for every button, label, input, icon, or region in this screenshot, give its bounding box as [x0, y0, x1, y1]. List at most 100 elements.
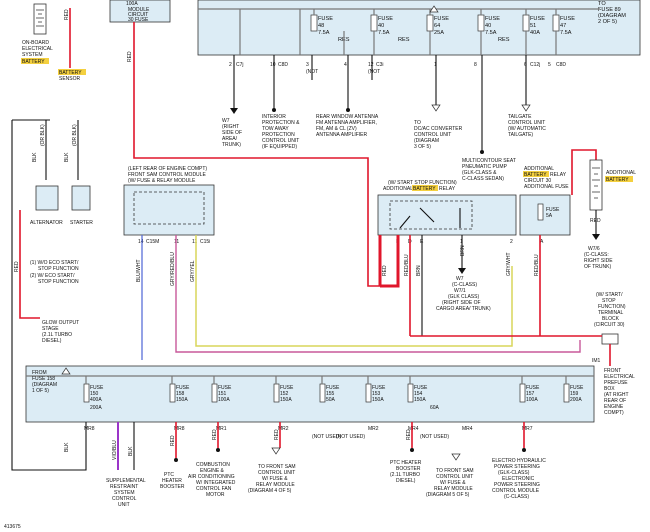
glow-red-label: RED	[14, 261, 20, 272]
dcdc-arrow	[431, 104, 441, 112]
svg-text:FUSE: FUSE	[414, 385, 428, 391]
bottom-load-labels: SUPPLEMENTAL RESTRAINT SYSTEM CONTROL UN…	[106, 458, 546, 508]
svg-text:STOP FUNCTION: STOP FUNCTION	[38, 266, 79, 272]
svg-text:GRY/RED/BLU: GRY/RED/BLU	[170, 252, 176, 286]
svg-text:CONTROL UNIT: CONTROL UNIT	[262, 138, 299, 144]
relay-contacts	[399, 207, 461, 229]
svg-text:150A: 150A	[176, 397, 188, 403]
relay-pins: B D E 1 2 A	[396, 239, 544, 245]
svg-text:MR7: MR7	[522, 426, 533, 432]
top-ground-triangle	[429, 5, 439, 13]
svg-text:150A: 150A	[280, 397, 292, 403]
svg-text:152: 152	[280, 391, 289, 397]
svg-text:(DIAGRAM: (DIAGRAM	[32, 382, 57, 388]
svg-text:(NOT USED): (NOT USED)	[312, 434, 341, 440]
svg-text:RELAY: RELAY	[550, 172, 567, 178]
svg-text:VIO/BLU: VIO/BLU	[112, 440, 118, 460]
fuse-40b-num: 40	[485, 23, 491, 29]
svg-text:BOOSTER: BOOSTER	[396, 466, 421, 472]
to-fuse89-2: FUSE 89	[598, 7, 621, 13]
svg-text:(NOT USED): (NOT USED)	[336, 434, 365, 440]
svg-text:SYSTEM: SYSTEM	[114, 490, 135, 496]
svg-text:BATTERY: BATTERY	[413, 186, 436, 192]
add-batt-red-feed	[571, 149, 597, 195]
svg-text:PNEUMATIC PUMP: PNEUMATIC PUMP	[462, 164, 508, 170]
svg-text:157: 157	[526, 391, 535, 397]
sam-pink-wire	[175, 235, 581, 353]
bottom-connectors: MR8 MR8 MR1 MR2 MR2 MR4 MR4 MR7 (NOT USE…	[84, 426, 533, 440]
svg-text:PREFUSE: PREFUSE	[604, 380, 628, 386]
svg-text:154: 154	[414, 391, 423, 397]
svg-text:W/ FUSE &: W/ FUSE &	[262, 476, 288, 482]
svg-text:MR2: MR2	[368, 426, 379, 432]
sam5-arrow	[451, 453, 461, 461]
svg-text:(GLK-CLASS &: (GLK-CLASS &	[462, 170, 497, 176]
sam-title: (LEFT REAR OF ENGINE COMPT) FRONT SAM CO…	[128, 166, 207, 184]
svg-text:W7: W7	[222, 118, 230, 124]
left-side-labels: BLK (OR BLK) BLK (OR BLK) ALTERNATOR STA…	[30, 124, 93, 452]
svg-text:FUSE: FUSE	[546, 207, 560, 213]
svg-text:ELECTRO HYDRAULIC: ELECTRO HYDRAULIC	[492, 458, 546, 464]
svg-text:C7j: C7j	[236, 62, 244, 68]
svg-text:SENSOR: SENSOR	[59, 76, 81, 82]
alternator-box	[35, 185, 59, 211]
svg-text:(DIAGRAM: (DIAGRAM	[414, 138, 439, 144]
svg-text:CIRCUIT 30: CIRCUIT 30	[524, 178, 551, 184]
svg-text:C8D: C8D	[278, 62, 288, 68]
im1-label: IM1	[592, 358, 601, 364]
starter-box	[71, 185, 91, 211]
add-batt-relay-labels: ADDITIONAL BATTERY RELAY CIRCUIT 30 ADDI…	[523, 166, 569, 190]
svg-text:MR4: MR4	[408, 426, 419, 432]
svg-text:(IF EQUIPPED): (IF EQUIPPED)	[262, 144, 297, 150]
svg-text:PROTECTION: PROTECTION	[262, 132, 295, 138]
svg-text:TAILGATE: TAILGATE	[508, 114, 532, 120]
to-fuse89-3: (DIAGRAM	[598, 13, 626, 19]
additional-battery	[589, 159, 603, 211]
sam4-arrow	[271, 447, 281, 455]
svg-text:FUSE: FUSE	[326, 385, 340, 391]
module-circuit-30-box	[109, 0, 171, 23]
svg-text:5A: 5A	[546, 213, 553, 219]
svg-text:CONTROL UNIT: CONTROL UNIT	[258, 470, 295, 476]
svg-text:60A: 60A	[430, 405, 440, 411]
svg-text:100A: 100A	[526, 397, 538, 403]
svg-text:153: 153	[372, 391, 381, 397]
svg-text:ON-BOARD: ON-BOARD	[22, 40, 49, 46]
svg-text:(GLK-CLASS): (GLK-CLASS)	[498, 470, 530, 476]
svg-text:C12j: C12j	[530, 62, 540, 68]
svg-text:RIGHT SIDE: RIGHT SIDE	[584, 258, 613, 264]
svg-text:GRY/WHT: GRY/WHT	[506, 252, 512, 276]
svg-text:W7/6: W7/6	[588, 246, 600, 252]
fuse-47-amp: 7.5A	[560, 30, 572, 36]
starter-label: STARTER	[70, 220, 93, 226]
svg-text:REAR OF: REAR OF	[604, 398, 626, 404]
left-black-loop	[11, 119, 50, 471]
svg-text:150A: 150A	[372, 397, 384, 403]
svg-text:ELECTRONIC: ELECTRONIC	[502, 476, 535, 482]
fuse-40b-name: FUSE	[485, 16, 500, 22]
svg-text:(RIGHT SIDE OF: (RIGHT SIDE OF	[442, 300, 481, 306]
fuse-48-name: FUSE	[318, 16, 333, 22]
svg-text:BATTERY: BATTERY	[59, 70, 82, 76]
relay-black-wires	[421, 235, 463, 336]
svg-text:BLU/WHT: BLU/WHT	[136, 260, 142, 283]
svg-text:BATTERY: BATTERY	[606, 177, 629, 183]
svg-text:ANTENNA AMPLIFIER: ANTENNA AMPLIFIER	[316, 132, 368, 138]
svg-text:ADDITIONAL: ADDITIONAL	[383, 186, 413, 192]
svg-text:ENGINE: ENGINE	[604, 404, 624, 410]
svg-text:150A: 150A	[414, 397, 426, 403]
svg-text:A: A	[540, 239, 544, 245]
from-fuse-labels: FROM FUSE 158 (DIAGRAM 1 OF 5)	[32, 370, 57, 394]
relay-red-wires	[409, 235, 541, 336]
svg-text:POWER STEERING: POWER STEERING	[494, 464, 540, 470]
svg-text:158: 158	[176, 391, 185, 397]
svg-text:RED/BLU: RED/BLU	[534, 254, 540, 276]
svg-text:200A: 200A	[90, 405, 102, 411]
svg-text:C15M: C15M	[146, 239, 159, 245]
relay-fuse-labels: FUSE 5A	[546, 207, 560, 219]
svg-text:14: 14	[138, 239, 144, 245]
prefuse-taps	[85, 376, 567, 384]
svg-text:CONTROL MODULE: CONTROL MODULE	[492, 488, 540, 494]
svg-text:(1) W/O ECO START/: (1) W/O ECO START/	[30, 260, 79, 266]
module-circuit-labels: 100A MODULE CIRCUIT 30 FUSE	[126, 1, 150, 23]
